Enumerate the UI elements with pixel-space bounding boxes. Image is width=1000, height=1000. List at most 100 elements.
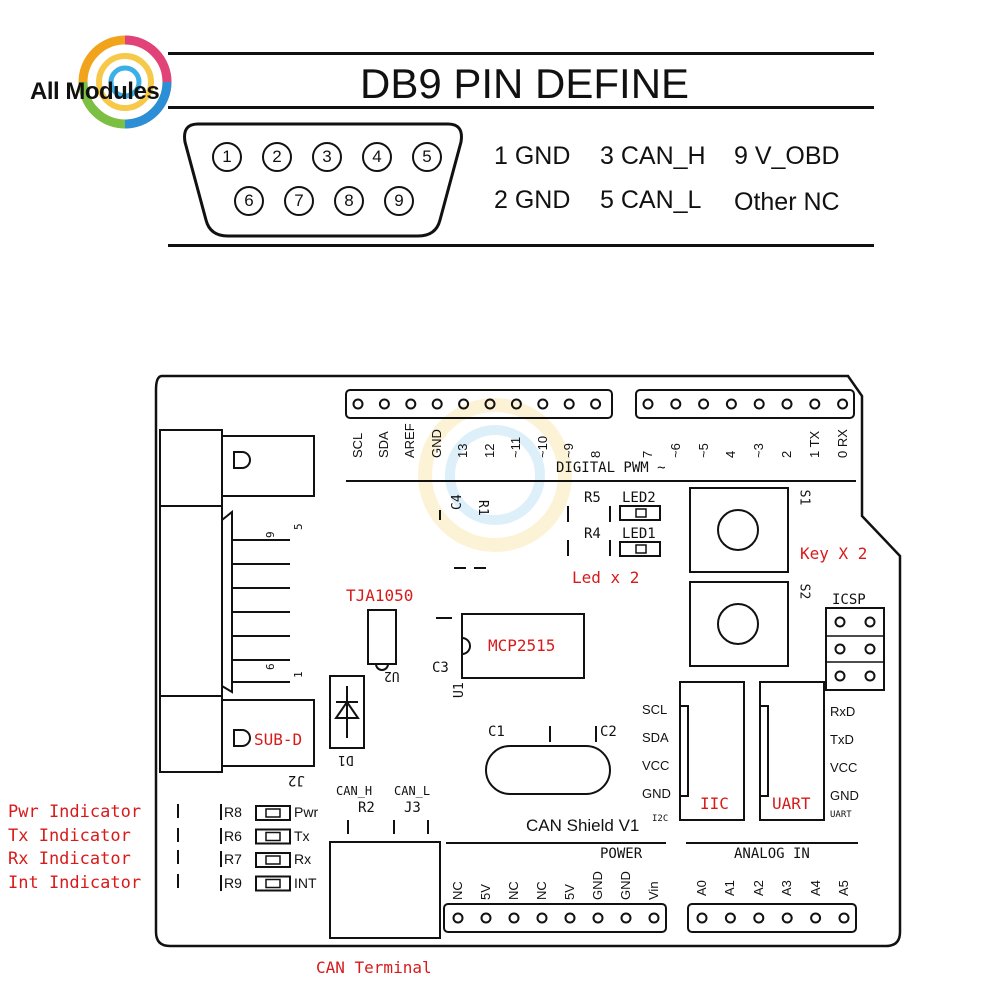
db9-connector-icon — [183, 122, 463, 238]
indicator-resistor-label: R6 — [220, 827, 242, 844]
subd-pin-9: 9 — [264, 531, 277, 538]
iic-pin-label: GND — [642, 786, 671, 801]
shield-name: CAN Shield V1 — [526, 816, 640, 835]
header-hole — [590, 398, 602, 410]
indicator-name: Tx Indicator — [8, 825, 131, 846]
indicator-name: Rx Indicator — [8, 849, 131, 869]
u2-label: U2 — [384, 668, 400, 683]
iic-pin-label: VCC — [642, 758, 670, 773]
uart-small-label: UART — [830, 810, 852, 820]
u1-label: U1 — [452, 682, 467, 698]
mcp2515-label: MCP2515 — [488, 636, 556, 655]
indicator-tag: Rx — [294, 851, 312, 867]
header-hole — [563, 398, 575, 410]
divider-mid — [168, 106, 874, 109]
header-hole — [838, 912, 850, 924]
s2-label: S2 — [796, 583, 812, 600]
header-hole — [837, 398, 849, 410]
digital-pin-label: 7 — [640, 450, 655, 458]
digital-pin-label: ~9 — [561, 443, 576, 458]
db9-pin-5: 5 — [412, 142, 442, 172]
i2c-small-label: I2C — [652, 814, 669, 824]
db9-pin-6: 6 — [234, 186, 264, 216]
indicator-led-icon — [255, 852, 291, 868]
digital-pin-label: ~11 — [508, 436, 523, 458]
tja1050-label: TJA1050 — [346, 586, 414, 605]
can-l-label: CAN_L — [394, 784, 431, 798]
subd-pin-6: 6 — [264, 663, 277, 670]
indicator-resistor-label: R9 — [220, 874, 242, 891]
icsp-hole — [864, 616, 876, 628]
db9-pin-4: 4 — [362, 142, 392, 172]
indicator-led-icon — [255, 828, 291, 845]
header-hole — [753, 912, 765, 924]
pin-def-3-canh: 3 CAN_H — [600, 142, 706, 170]
indicator-tag: Tx — [294, 827, 310, 844]
pin-def-other-nc: Other NC — [734, 188, 840, 216]
logo-swirl-icon — [78, 35, 172, 129]
db9-pin-8: 8 — [334, 186, 364, 216]
indicator-led-inner — [265, 831, 281, 842]
indicator-name: Pwr Indicator — [8, 802, 142, 822]
icsp-hole — [834, 670, 846, 682]
uart-pin-label: TxD — [830, 732, 854, 747]
digital-pin-label: ~3 — [751, 443, 766, 458]
indicator-tag: INT — [294, 874, 317, 891]
digital-pwm-title: DIGITAL PWM ~ — [556, 460, 666, 476]
analog-pin-label: A3 — [779, 880, 795, 896]
icsp-hole — [864, 670, 876, 682]
divider-bottom — [168, 244, 874, 247]
digital-pin-label: 2 — [779, 450, 794, 458]
brand-logo: All Modules — [30, 35, 190, 140]
logo-text: All Modules — [30, 78, 160, 105]
digital-pin-label: ~5 — [696, 443, 711, 458]
power-pin-label: NC — [534, 881, 549, 900]
header-hole — [378, 398, 390, 410]
header-hole — [781, 398, 793, 410]
header-hole — [696, 912, 708, 924]
indicator-name: Int Indicator — [8, 872, 142, 893]
c3-label: C3 — [432, 660, 449, 676]
digital-pin-label: 4 — [723, 450, 738, 458]
db9-pin-9: 9 — [384, 186, 414, 216]
can-terminal-label: CAN Terminal — [316, 958, 432, 977]
digital-pin-label: GND — [429, 429, 444, 458]
indicator-led-icon — [255, 805, 291, 821]
analog-pin-label: A4 — [807, 880, 823, 896]
icsp-hole — [864, 643, 876, 655]
db9-pin-2: 2 — [262, 142, 292, 172]
iic-pin-label: SCL — [642, 702, 668, 717]
icsp-label: ICSP — [832, 592, 866, 608]
iic-label: IIC — [700, 794, 729, 813]
uart-pin-label: GND — [830, 788, 859, 803]
pin-def-2-gnd: 2 GND — [494, 186, 571, 214]
header-hole — [431, 398, 443, 410]
header-hole — [452, 912, 464, 924]
analog-pin-label: A0 — [694, 880, 709, 896]
icsp-hole — [834, 616, 846, 628]
power-pin-label: NC — [506, 881, 521, 900]
uart-label: UART — [772, 794, 811, 813]
digital-pin-label: SDA — [376, 431, 391, 458]
subd-label: SUB-D — [254, 730, 303, 749]
header-hole — [725, 398, 737, 410]
header-hole — [809, 398, 821, 410]
subd-pin-1: 1 — [292, 671, 305, 678]
digital-pin-label: ~6 — [668, 443, 683, 458]
header-hole — [508, 912, 520, 924]
indicator-led-icon — [255, 875, 291, 892]
header-hole — [642, 398, 654, 410]
indicator-led-inner — [265, 878, 281, 889]
led2-label: LED2 — [622, 490, 656, 506]
pin-def-9-vobd: 9 V_OBD — [734, 142, 840, 170]
digital-pin-label: SCL — [350, 432, 365, 458]
c2-label: C2 — [600, 724, 617, 740]
header-hole — [648, 912, 660, 924]
indicator-led-inner — [265, 808, 281, 818]
power-pin-label: 5V — [562, 884, 577, 900]
db9-title: DB9 PIN DEFINE — [360, 60, 690, 107]
iic-pin-label: SDA — [642, 730, 669, 745]
header-hole — [592, 912, 604, 924]
pin-def-1-gnd: 1 GND — [494, 142, 571, 170]
power-title: POWER — [600, 846, 643, 862]
